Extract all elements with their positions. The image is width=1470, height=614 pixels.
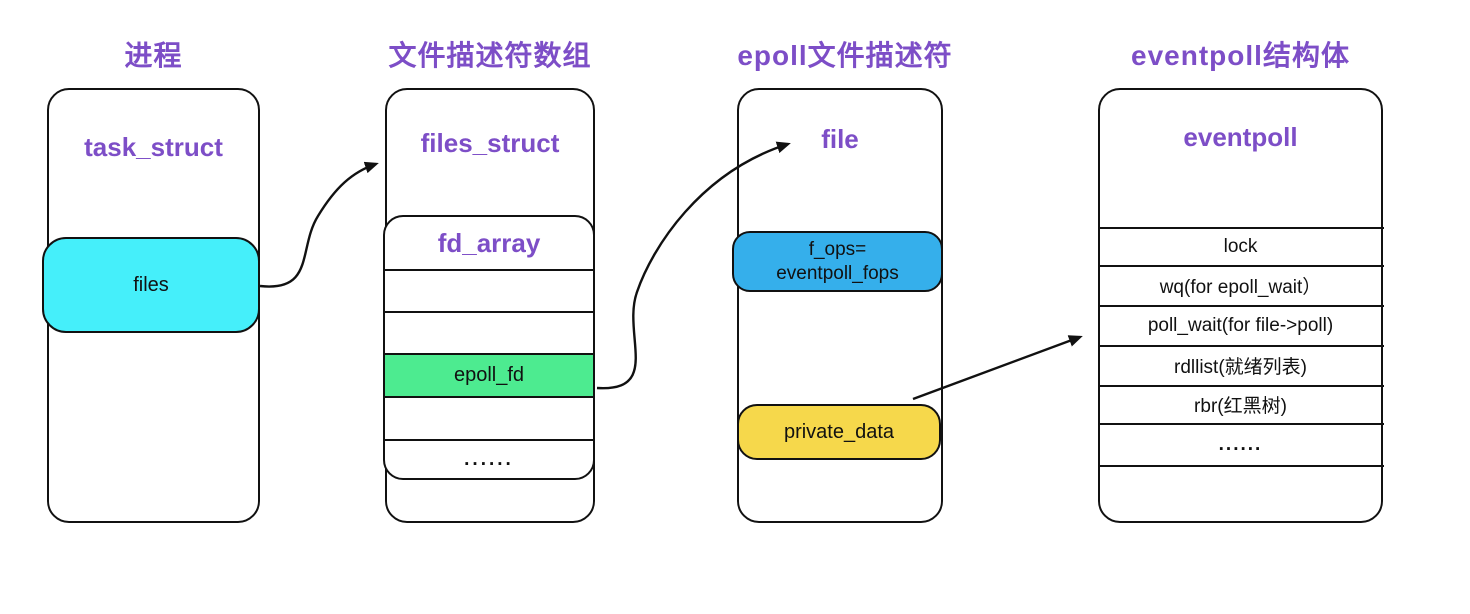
- private-data-label: private_data: [783, 420, 895, 443]
- fd-array-ellipsis-row: ......: [385, 439, 593, 478]
- private-data-field: private_data: [737, 404, 941, 460]
- files-field-label: files: [133, 273, 169, 296]
- eventpoll-field-table: lock wq(for epoll_wait） poll_wait(for fi…: [1097, 226, 1384, 467]
- f-ops-line2: eventpoll_fops: [776, 262, 899, 284]
- fd-array-header: fd_array: [437, 227, 541, 258]
- eventpoll-struct-box: eventpoll lock wq(for epoll_wait） poll_w…: [1097, 88, 1384, 523]
- process-column-title: 进程: [124, 40, 183, 71]
- eventpoll-row-rdllist: rdllist(就绪列表): [1097, 344, 1384, 385]
- fd-table-column-title: 文件描述符数组: [388, 40, 592, 71]
- file-struct-label: file: [821, 124, 859, 154]
- eventpoll-row-bottom-line: [1097, 464, 1384, 467]
- epoll-fd-row: epoll_fd: [385, 353, 593, 396]
- files-field: files: [42, 237, 260, 333]
- eventpoll-row-lock: lock: [1097, 226, 1384, 265]
- eventpoll-struct-label: eventpoll: [1183, 122, 1298, 152]
- f-ops-line1: f_ops=: [808, 238, 867, 260]
- eventpoll-row-ellipsis: ......: [1097, 422, 1384, 465]
- fd-array-empty-row: [385, 396, 593, 439]
- files-struct-label: files_struct: [420, 128, 560, 158]
- eventpoll-row-rbr: rbr(红黑树): [1097, 384, 1384, 423]
- eventpoll-row-poll-wait: poll_wait(for file->poll): [1097, 304, 1384, 345]
- f-ops-field: f_ops= eventpoll_fops: [732, 231, 943, 292]
- eventpoll-column-title: eventpoll结构体: [1131, 40, 1350, 71]
- task-struct-label: task_struct: [84, 132, 223, 162]
- eventpoll-row-wq: wq(for epoll_wait）: [1097, 264, 1384, 305]
- arrow-files-to-files-struct: [259, 161, 379, 288]
- epoll-file-column-title: epoll文件描述符: [737, 40, 953, 71]
- fd-array-table: fd_array epoll_fd ......: [383, 215, 595, 480]
- fd-array-empty-row: [385, 269, 593, 311]
- fd-array-empty-row: [385, 311, 593, 353]
